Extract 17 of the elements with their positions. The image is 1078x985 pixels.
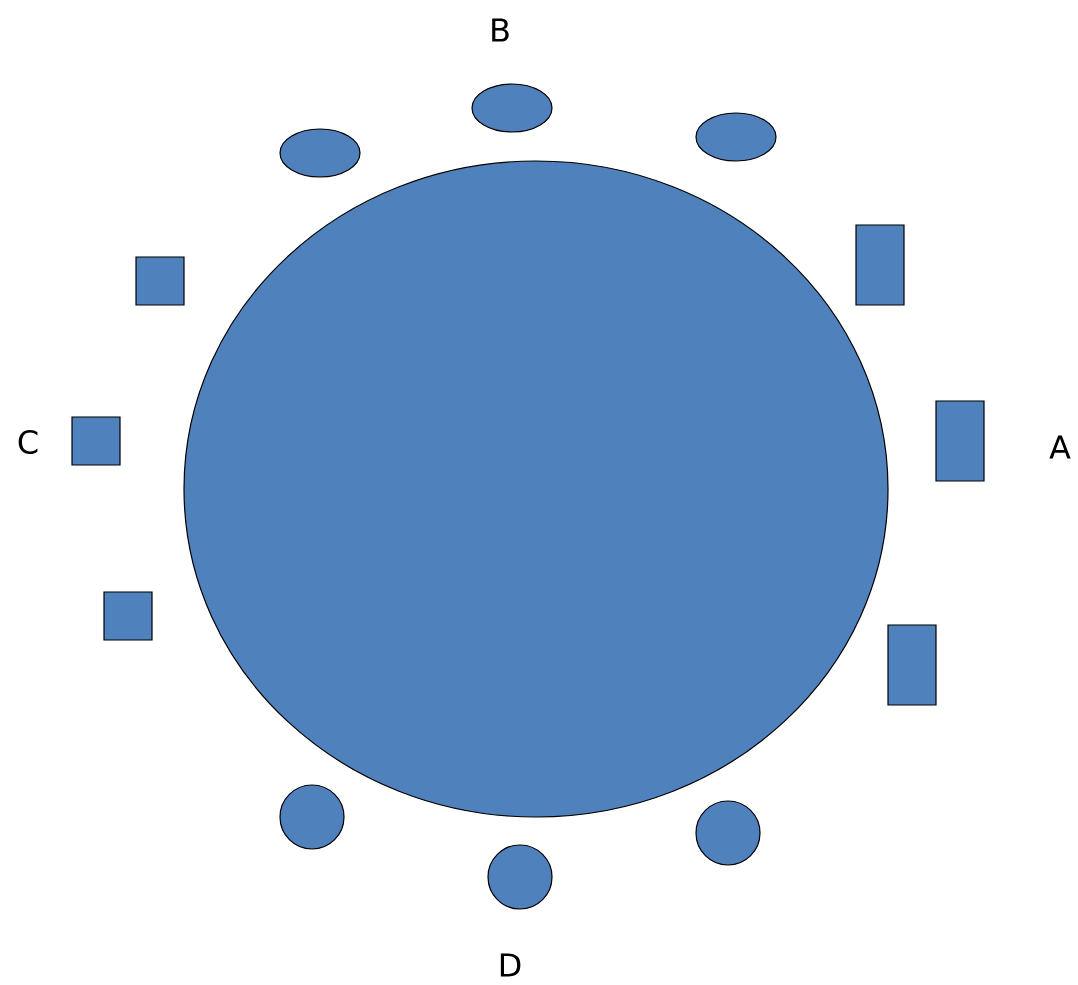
oval-shape <box>279 128 361 178</box>
rectangle-shape <box>135 256 185 306</box>
rectangle-shape <box>103 591 153 641</box>
rectangle-shape <box>855 224 905 306</box>
rectangle-shape <box>71 416 121 466</box>
oval-shape <box>471 83 553 133</box>
circle-shape <box>279 784 345 850</box>
letter-label: C <box>18 429 38 455</box>
rectangle-shape <box>935 400 985 482</box>
large-circle <box>183 160 889 818</box>
rectangle-shape <box>887 624 937 706</box>
circle-shape <box>695 800 761 866</box>
letter-label: D <box>500 953 521 977</box>
letter-label: B <box>492 18 509 42</box>
oval-shape <box>695 112 777 162</box>
circle-shape <box>487 844 553 910</box>
letter-label: A <box>1049 435 1071 459</box>
